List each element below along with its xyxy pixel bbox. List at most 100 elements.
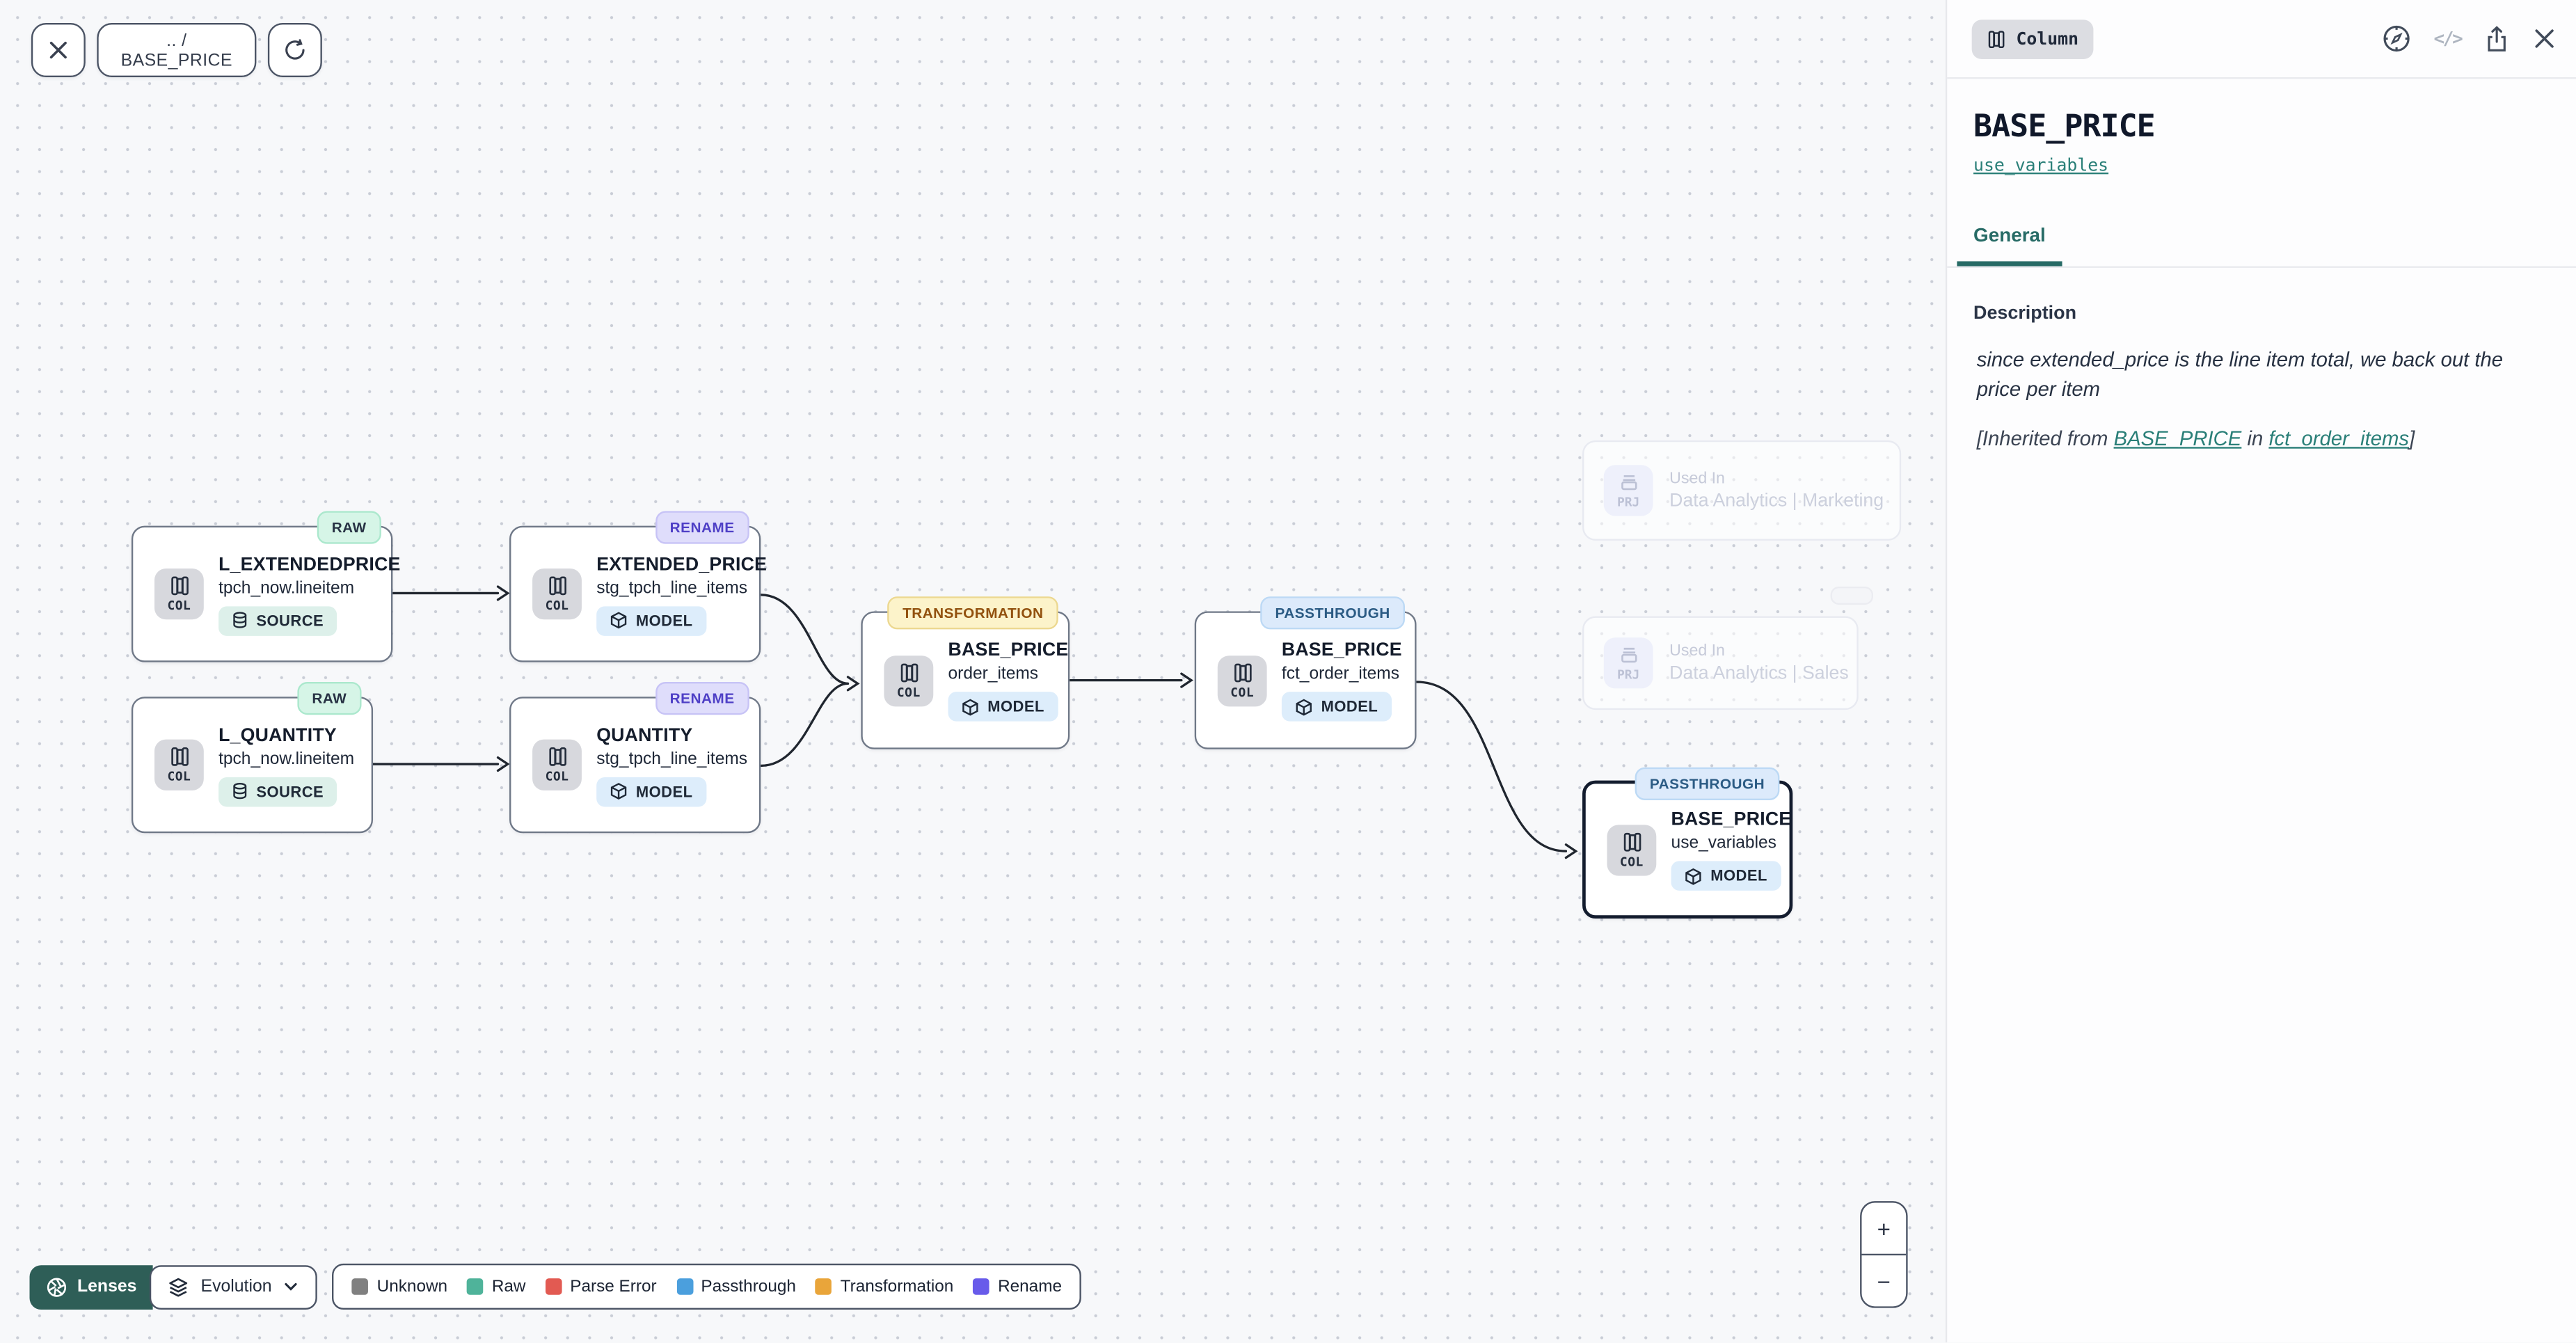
legend-item: Transformation [816,1278,953,1296]
lineage-node-l-quantity[interactable]: RAW COL L_QUANTITY tpch_now.lineitem [131,681,374,834]
resource-chip: SOURCE [218,605,337,635]
panel-header: Column </> [1947,0,2576,79]
legend-swatch [545,1278,562,1295]
project-stack-icon [1620,647,1637,663]
breadcrumb-label: .. / BASE_PRICE [120,30,233,70]
node-title: QUANTITY [596,725,693,745]
legend-item: Passthrough [676,1278,796,1296]
cube-icon [962,698,978,715]
legend-label: Passthrough [701,1277,796,1296]
project-type-icon: PRJ [1603,637,1653,689]
legend-swatch [467,1278,484,1295]
resource-chip-label: MODEL [1321,698,1378,715]
lineage-node-base-price-fct-order-items[interactable]: PASSTHROUGH COL BASE_PRICE fct_order_ite… [1194,596,1417,749]
legend-label: Transformation [840,1277,954,1296]
legend-item: Rename [973,1278,1062,1296]
lineage-node-base-price-use-variables[interactable]: PASSTHROUGH COL BASE_PRICE use_variables [1582,767,1793,919]
zoom-out-button[interactable]: − [1861,1255,1906,1306]
description-label: Description [1973,303,2077,324]
lineage-node-l-extendedprice[interactable]: RAW COL L_EXTENDEDPRICE tpch_now.lineite… [131,511,400,662]
used-in-node-sales[interactable]: PRJ Used In Data Analytics | Sales [1582,616,1859,710]
node-title: EXTENDED_PRICE [596,554,768,575]
code-icon: </> [2433,28,2463,49]
legend-item: Raw [467,1278,526,1296]
share-button[interactable] [2483,24,2511,54]
inherited-model-link[interactable]: fct_order_items [2268,427,2410,450]
model-link[interactable]: use_variables [1973,156,2109,176]
node-subtitle: use_variables [1671,834,1776,853]
lenses-label: Lenses [77,1276,137,1297]
legend-label: Parse Error [570,1277,657,1296]
resource-chip: SOURCE [218,776,337,806]
node-subtitle: fct_order_items [1281,665,1399,684]
cube-icon [1685,867,1701,884]
used-in-title: Data Analytics | Marketing [1669,491,1884,511]
close-lineage-button[interactable] [31,23,86,77]
details-panel: Column </> [1945,0,2576,1343]
resource-chip-label: MODEL [635,612,693,629]
resource-chip-label: SOURCE [256,612,324,629]
resource-chip: MODEL [1671,861,1781,891]
tab-general[interactable]: General [1957,223,2062,267]
column-kind-label: COL [167,598,191,613]
column-kind-label: COL [1230,684,1255,699]
used-in-node-marketing[interactable]: PRJ Used In Data Analytics | Marketing [1582,440,1902,541]
columns-icon [1623,832,1641,851]
evolution-badge: RENAME [655,681,749,715]
layers-icon [169,1277,188,1296]
lineage-node-base-price-order-items[interactable]: TRANSFORMATION COL BASE_PRICE order_item… [861,596,1070,749]
cube-icon [610,783,627,800]
inherited-middle: in [2241,427,2269,450]
close-panel-button[interactable] [2532,26,2557,51]
lens-select[interactable]: Evolution [150,1264,318,1309]
resource-chip: MODEL [948,692,1058,722]
database-icon [233,612,247,628]
node-subtitle: tpch_now.lineitem [218,579,355,598]
node-subtitle: stg_tpch_line_items [596,579,748,598]
lenses-control: Lenses Evolution [29,1264,318,1309]
resource-chip-label: MODEL [635,783,693,800]
evolution-badge: RAW [297,681,362,715]
evolution-badge: RENAME [655,511,749,544]
compass-icon [2383,25,2410,52]
zoom-in-button[interactable]: + [1861,1203,1907,1256]
lenses-button[interactable]: Lenses [29,1264,154,1309]
refresh-button[interactable] [267,23,322,77]
column-kind-label: COL [545,598,569,613]
project-kind-label: PRJ [1616,494,1640,510]
evolution-badge: TRANSFORMATION [887,596,1058,630]
panel-tabbar: General [1947,223,2576,268]
node-title: BASE_PRICE [1671,810,1792,830]
resource-chip-label: MODEL [987,698,1044,715]
project-stack-icon [1620,475,1637,491]
resource-chip: MODEL [596,776,706,806]
lineage-node-extended-price[interactable]: RENAME COL EXTENDED_PRICE stg_tpch_line_… [509,511,767,662]
breadcrumb[interactable]: .. / BASE_PRICE [97,23,257,77]
columns-icon [1988,30,2005,47]
columns-icon [548,576,566,596]
legend-label: Unknown [376,1277,448,1296]
explore-lineage-button[interactable] [2381,23,2412,54]
node-subtitle: stg_tpch_line_items [596,749,748,768]
canvas-footer: Lenses Evolution Unknown Raw Parse Error… [29,1263,1082,1310]
aperture-icon [47,1277,67,1296]
columns-icon [548,747,566,766]
evolution-legend: Unknown Raw Parse Error Passthrough Tran… [332,1263,1082,1310]
resource-chip: MODEL [1281,692,1392,722]
close-icon [2535,29,2554,48]
refresh-icon [285,39,305,60]
resource-chip: MODEL [596,605,706,635]
inherited-column-link[interactable]: BASE_PRICE [2113,427,2242,450]
zoom-controls: + − [1860,1201,1908,1308]
used-in-label: Used In [1669,642,1725,661]
entity-type-label: Column [2016,29,2079,49]
node-title: L_QUANTITY [218,725,337,745]
lineage-node-quantity[interactable]: RENAME COL QUANTITY stg_tpch_line_items [509,681,761,834]
legend-swatch [352,1278,369,1295]
legend-item: Parse Error [545,1277,657,1296]
legend-swatch [676,1278,693,1295]
evolution-badge: PASSTHROUGH [1635,767,1780,801]
evolution-badge: PASSTHROUGH [1260,596,1405,630]
view-code-button[interactable]: </> [2433,28,2463,49]
